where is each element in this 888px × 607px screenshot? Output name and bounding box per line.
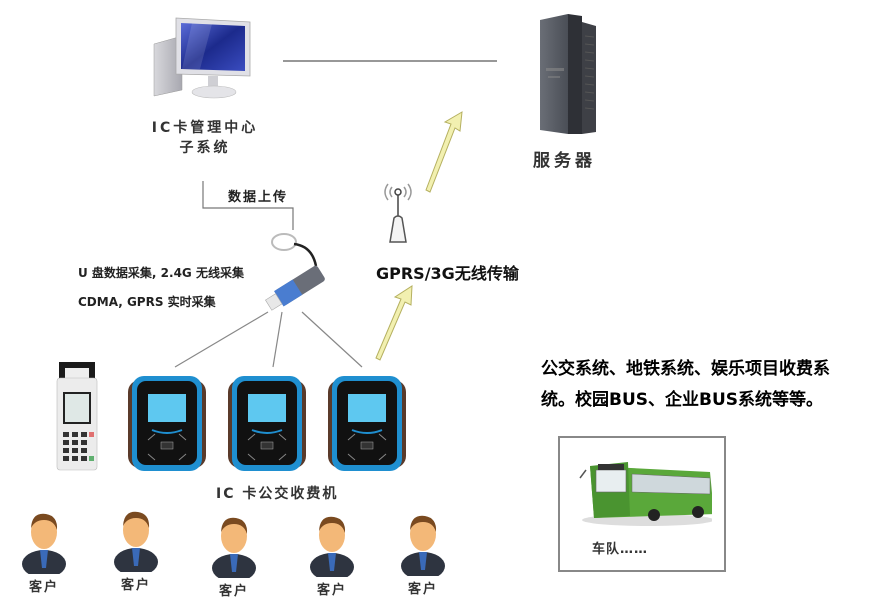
applications-description: 公交系统、地铁系统、娱乐项目收费系 统。校园BUS、企业BUS系统等等。 <box>541 354 830 416</box>
card-reader-1 <box>128 376 206 471</box>
server-tower-icon <box>540 14 596 134</box>
customer-label: 客户 <box>28 580 59 595</box>
customer-3: 客户 <box>204 512 264 599</box>
card-reader-2 <box>228 376 306 471</box>
customer-1: 客户 <box>14 508 74 595</box>
card-reader-icon <box>228 376 306 471</box>
handheld-pos <box>55 360 99 472</box>
usb-collection-line2: CDMA, GPRS 实时采集 <box>78 295 216 309</box>
usb-collection-line1: U 盘数据采集, 2.4G 无线采集 <box>78 266 244 280</box>
applications-line2: 统。校园BUS、企业BUS系统等等。 <box>541 390 824 410</box>
wireless-antenna <box>378 180 418 248</box>
user-avatar-icon <box>212 517 256 578</box>
usb-drive <box>262 230 332 312</box>
server <box>536 12 602 136</box>
usb-drive-icon <box>265 233 325 311</box>
upload-arrow-top <box>425 111 463 193</box>
customer-label: 客户 <box>407 582 438 597</box>
customer-2: 客户 <box>106 506 166 593</box>
card-reader-icon <box>328 376 406 471</box>
management-center-label: IC卡管理中心 子系统 <box>135 118 275 158</box>
handheld-pos-icon <box>56 362 98 471</box>
data-upload-label: 数据上传 <box>228 190 289 205</box>
card-reader-icon <box>128 376 206 471</box>
card-reader-3 <box>328 376 406 471</box>
upload-arrow-bottom <box>375 285 413 361</box>
wireless-antenna-icon <box>384 183 412 243</box>
customer-5: 客户 <box>393 510 453 597</box>
usb-collection-label: U 盘数据采集, 2.4G 无线采集 CDMA, GPRS 实时采集 <box>78 259 244 317</box>
customer-4: 客户 <box>302 511 362 598</box>
applications-line1: 公交系统、地铁系统、娱乐项目收费系 <box>541 359 830 379</box>
fleet-label: 车队…… <box>592 542 649 557</box>
customer-label: 客户 <box>218 584 249 599</box>
fleet-box: 车队…… <box>558 436 726 572</box>
management-center-label-line1: IC卡管理中心 <box>151 120 259 136</box>
customer-label: 客户 <box>316 583 347 598</box>
wireless-label: GPRS/3G无线传输 <box>376 264 519 283</box>
management-center-label-line2: 子系统 <box>179 140 231 156</box>
customer-label: 客户 <box>120 578 151 593</box>
green-bus-icon <box>579 462 712 526</box>
server-label: 服务器 <box>533 151 596 171</box>
user-avatar-icon <box>114 511 158 572</box>
management-computer <box>152 14 252 102</box>
user-avatar-icon <box>310 516 354 577</box>
user-avatar-icon <box>401 515 445 576</box>
terminals-label: IC 卡公交收费机 <box>216 486 339 502</box>
user-avatar-icon <box>22 513 66 574</box>
desktop-computer-icon <box>153 17 251 99</box>
